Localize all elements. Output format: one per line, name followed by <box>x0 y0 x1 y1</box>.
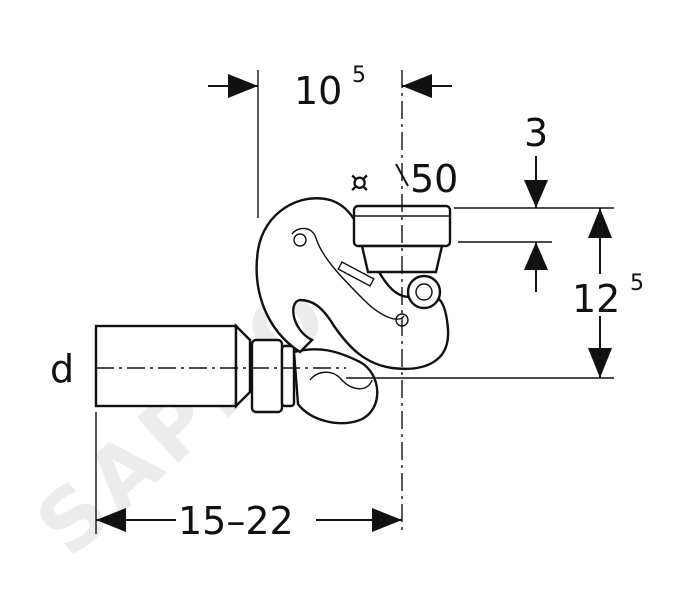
arrow-left-pointing-length <box>96 508 126 532</box>
dim-top-width-value: 10 <box>294 69 342 113</box>
arrow-down-pointing-height <box>588 348 612 378</box>
arrow-right-pointing <box>228 74 258 98</box>
cleaning-port-outer <box>406 274 442 310</box>
inner-port-1 <box>293 233 307 247</box>
dim-outlet-diameter-value: 50 <box>410 157 458 201</box>
trap-outer <box>292 348 379 425</box>
dim-length: 15–22 <box>95 412 402 543</box>
inlet-reducer <box>234 323 252 409</box>
cleaning-port-inner <box>415 283 433 301</box>
diameter-tick-icon <box>395 163 409 187</box>
dim-offset: 3 <box>454 111 614 292</box>
siphon-body <box>94 197 452 425</box>
dim-height-sup: 5 <box>630 271 644 296</box>
arrow-up-pointing <box>524 242 548 270</box>
dim-length-value: 15–22 <box>178 499 294 543</box>
arrow-down-pointing <box>524 180 548 208</box>
trap-inner-channel <box>291 227 405 320</box>
arrow-right-pointing-length <box>372 508 402 532</box>
dim-height: 12 5 <box>346 208 650 379</box>
arrow-up-pointing-height <box>588 208 612 238</box>
coupling-nut <box>250 338 284 414</box>
diameter-symbol: ¤ <box>350 165 369 200</box>
dim-height-value: 12 <box>572 277 620 321</box>
trap-inner-channel-2 <box>309 371 373 390</box>
height-label-bg <box>570 274 650 316</box>
inlet-pipe <box>94 324 238 408</box>
dim-top-width: 10 5 <box>208 63 452 218</box>
arrow-left-pointing <box>402 74 432 98</box>
inner-slot <box>337 261 375 287</box>
dim-outlet-diameter: ¤ 50 <box>350 157 458 201</box>
dim-top-width-sup: 5 <box>352 63 366 88</box>
dim-offset-value: 3 <box>524 111 548 155</box>
coupling-ring <box>280 344 296 408</box>
dim-inlet-label: d <box>50 347 74 391</box>
